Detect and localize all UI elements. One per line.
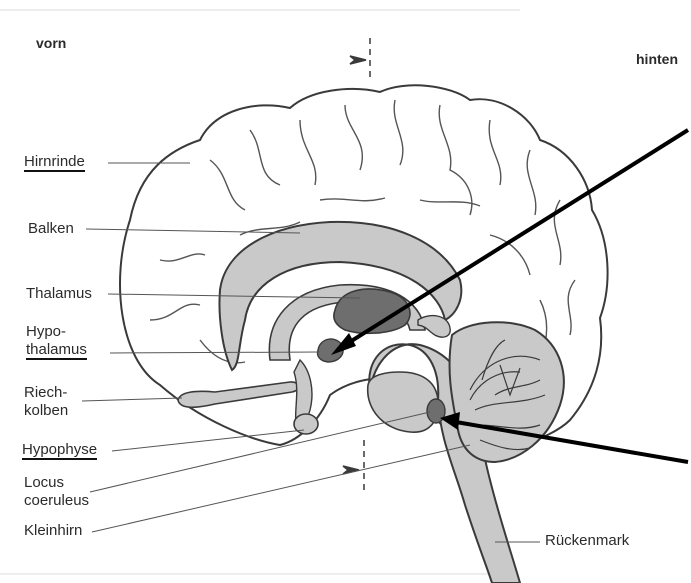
label-hypothalamus-line1: Hypo- bbox=[26, 323, 87, 341]
back-label: hinten bbox=[636, 50, 678, 68]
label-thalamus: Thalamus bbox=[26, 285, 92, 303]
label-balken: Balken bbox=[28, 220, 74, 238]
label-riechkolben-line2: kolben bbox=[24, 402, 68, 420]
label-hypothalamus-line2: thalamus bbox=[26, 341, 87, 359]
section-marker-top bbox=[350, 38, 370, 80]
label-locus-line2: coeruleus bbox=[24, 492, 89, 510]
label-hypophyse: Hypophyse bbox=[22, 441, 97, 459]
pons bbox=[368, 372, 439, 432]
label-kleinhirn: Kleinhirn bbox=[24, 522, 82, 540]
front-label: vorn bbox=[36, 34, 66, 52]
label-locus-line1: Locus bbox=[24, 474, 89, 492]
label-locus-coeruleus: Locus coeruleus bbox=[24, 474, 89, 510]
cerebellum bbox=[450, 322, 564, 462]
label-riechkolben-line1: Riech- bbox=[24, 384, 68, 402]
label-hypothalamus: Hypo- thalamus bbox=[26, 323, 87, 359]
section-marker-bottom bbox=[343, 440, 364, 495]
label-riechkolben: Riech- kolben bbox=[24, 384, 68, 420]
label-rueckenmark: Rückenmark bbox=[545, 532, 629, 550]
label-hirnrinde: Hirnrinde bbox=[24, 153, 85, 171]
